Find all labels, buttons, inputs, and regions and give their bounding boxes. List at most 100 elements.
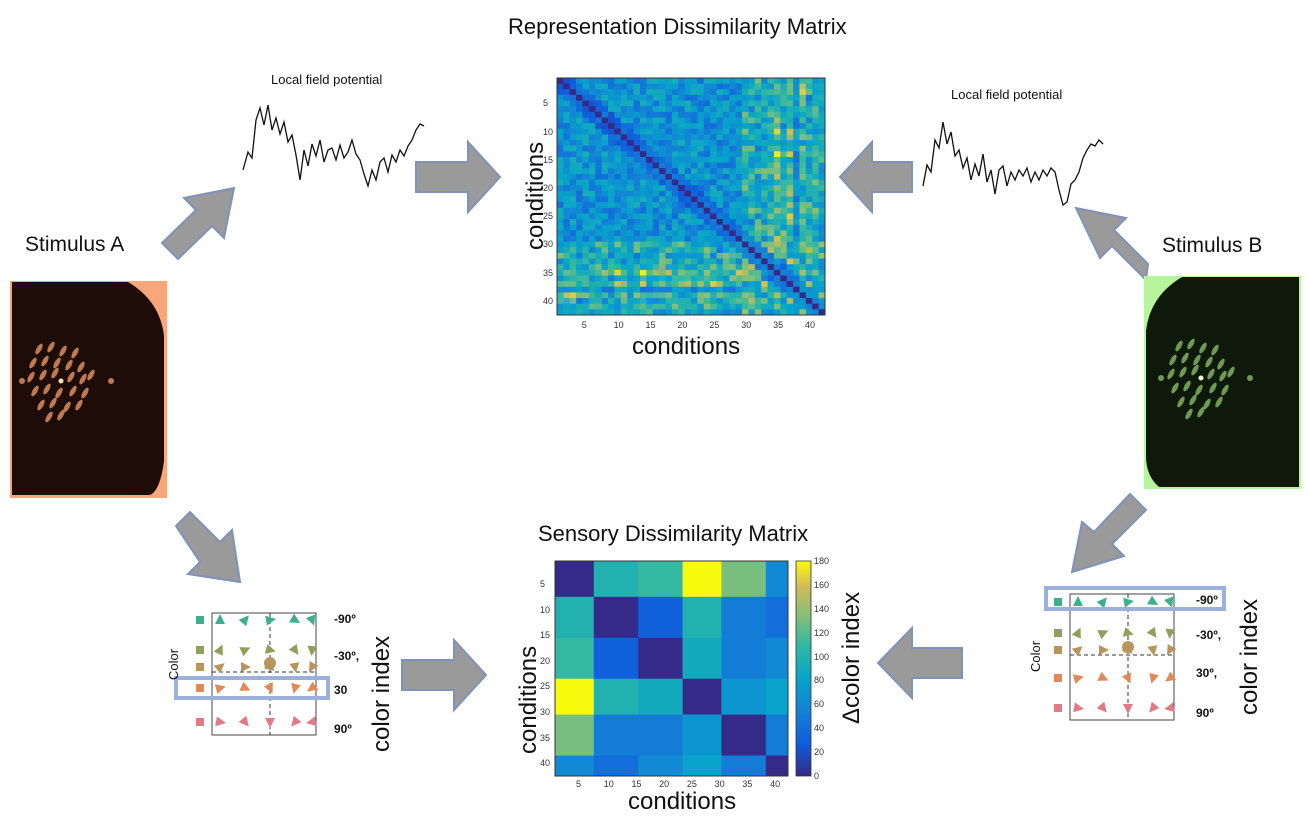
rdm-cell	[665, 281, 673, 288]
rdm-cell	[703, 145, 711, 152]
rdm-cell	[748, 190, 756, 197]
rdm-cell	[652, 190, 660, 197]
rdm-cell	[691, 185, 698, 192]
rdm-cell	[576, 219, 583, 226]
direction-marker	[306, 716, 317, 727]
rdm-cell	[703, 241, 711, 248]
rdm-cell	[684, 258, 692, 265]
rdm-cell	[557, 94, 564, 101]
rdm-cell	[748, 281, 756, 288]
rdm-cell	[748, 264, 756, 271]
direction-marker	[1163, 596, 1174, 608]
rdm-cell	[773, 78, 781, 85]
rdm-cell	[799, 111, 807, 118]
rdm-cell	[582, 190, 590, 197]
rdm-cell	[620, 196, 628, 203]
rdm-cell	[576, 252, 583, 259]
rdm-cell	[697, 292, 705, 299]
stimulus-dot	[1221, 384, 1229, 396]
rdm-cell	[684, 247, 692, 254]
rdm-cell	[601, 292, 609, 299]
rdm-cell	[557, 89, 564, 96]
rdm-cell	[563, 83, 571, 90]
rdm-cell	[729, 157, 737, 164]
rdm-cell	[786, 100, 794, 107]
rdm-cell	[729, 140, 737, 147]
rdm-cell	[576, 241, 583, 248]
rdm-cell	[595, 117, 603, 124]
rdm-cell	[620, 145, 628, 152]
rdm-cell	[608, 179, 615, 186]
rdm-cell	[729, 89, 737, 96]
rdm-cell	[818, 123, 826, 130]
lfp-label-right: Local field potential	[951, 87, 1063, 102]
rdm-cell	[761, 106, 768, 113]
rdm-cell	[678, 100, 686, 107]
rdm-cell	[608, 264, 615, 271]
rdm-cell	[735, 117, 743, 124]
rdm-cell	[786, 269, 794, 276]
sdm-x-tick: 10	[603, 779, 614, 789]
rdm-cell	[582, 303, 590, 310]
rdm-cell	[780, 258, 788, 265]
rdm-cell	[633, 123, 641, 130]
rdm-cell	[799, 269, 807, 276]
rdm-cell	[710, 252, 717, 259]
rdm-cell	[569, 264, 577, 271]
rdm-cell	[773, 219, 781, 226]
rdm-cell	[646, 179, 654, 186]
rdm-cell	[684, 241, 692, 248]
rdm-cell	[767, 78, 775, 85]
rdm-cell	[722, 168, 730, 175]
rdm-cell	[614, 202, 622, 209]
rdm-cell	[652, 78, 660, 85]
rdm-cell	[703, 100, 711, 107]
rdm-cell	[697, 151, 705, 158]
rdm-cell	[678, 185, 686, 192]
rdm-cell	[633, 247, 641, 254]
rdm-cell	[722, 145, 730, 152]
rdm-cell	[697, 247, 705, 254]
rdm-cell	[659, 219, 666, 226]
rdm-cell	[620, 123, 628, 130]
rdm-cell	[646, 298, 654, 305]
rdm-cell	[742, 281, 749, 288]
sdm-heatmap	[554, 560, 789, 777]
rdm-cell	[646, 309, 654, 316]
rdm-cell	[608, 123, 615, 130]
stimulus-dot	[45, 411, 53, 423]
rdm-cell	[684, 292, 692, 299]
stimulus-dot	[1211, 344, 1219, 356]
rdm-cell	[576, 106, 583, 113]
rdm-cell	[793, 247, 800, 254]
rdm-cell	[665, 247, 673, 254]
rdm-cell	[742, 264, 749, 271]
rdm-cell	[754, 309, 762, 316]
rdm-cell	[805, 151, 813, 158]
rdm-cell	[754, 162, 762, 169]
rdm-cell	[710, 100, 717, 107]
rdm-cell	[767, 123, 775, 130]
rdm-cell	[742, 241, 749, 248]
rdm-cell	[646, 83, 654, 90]
rdm-cell	[805, 89, 813, 96]
rdm-cell	[569, 128, 577, 135]
rdm-cell	[729, 298, 737, 305]
rdm-cell	[678, 247, 686, 254]
rdm-y-tick: 15	[543, 154, 554, 165]
rdm-cell	[614, 157, 622, 164]
rdm-cell	[639, 106, 647, 113]
rdm-cell	[601, 173, 609, 180]
rdm-cell	[716, 168, 724, 175]
rdm-cell	[582, 281, 590, 288]
rdm-cell	[576, 196, 583, 203]
rdm-cell	[818, 269, 826, 276]
rdm-cell	[557, 230, 564, 237]
rdm-cell	[742, 111, 749, 118]
rdm-cell	[761, 252, 768, 259]
rdm-cell	[793, 241, 800, 248]
rdm-cell	[761, 83, 768, 90]
rdm-cell	[793, 190, 800, 197]
rdm-cell	[773, 303, 781, 310]
rdm-cell	[633, 145, 641, 152]
